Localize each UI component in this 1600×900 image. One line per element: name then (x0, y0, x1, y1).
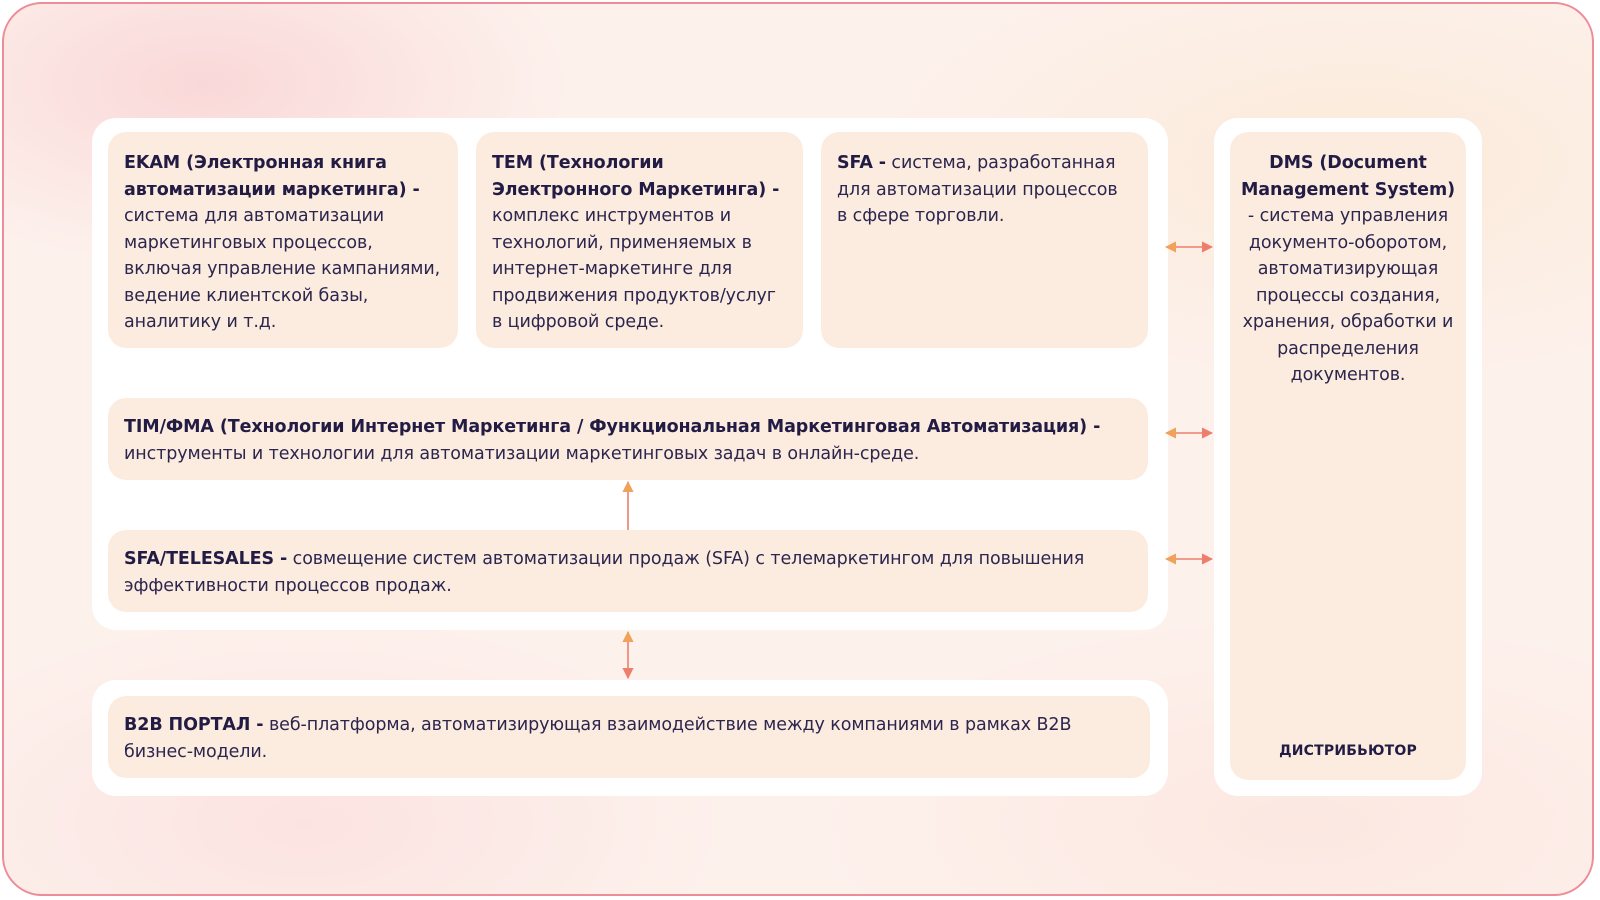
dms-title: DMS (Document Management System) (1240, 153, 1455, 200)
b2b-portal-title: B2B ПОРТАЛ - (124, 715, 264, 735)
dms-card: DMS (Document Management System) - систе… (1230, 132, 1466, 780)
sfa-telesales-card: SFA/TELESALES - совмещение систем автома… (108, 530, 1148, 612)
b2b-portal-description: веб-платформа, автоматизирующая взаимоде… (124, 715, 1072, 762)
ekam-card: EKAM (Электронная книга автоматизации ма… (108, 132, 458, 348)
tem-description: комплекс инструментов и технологий, прим… (492, 206, 776, 332)
ekam-description: система для автоматизации маркетинговых … (124, 206, 441, 332)
sfa-telesales-title: SFA/TELESALES - (124, 549, 288, 569)
tem-title: TEM (Технологии Электронного Маркетинга)… (492, 153, 780, 200)
b2b-portal-card: B2B ПОРТАЛ - веб-платформа, автоматизиру… (108, 696, 1150, 778)
sfa-title: SFA - (837, 153, 886, 173)
dms-description: - система управления документо-оборотом,… (1242, 206, 1454, 385)
ekam-title: EKAM (Электронная книга автоматизации ма… (124, 153, 420, 200)
tim-fma-description: инструменты и технологии для автоматизац… (124, 443, 920, 464)
tim-fma-title: TIM/ФМА (Технологии Интернет Маркетинга … (124, 417, 1101, 437)
tem-card: TEM (Технологии Электронного Маркетинга)… (476, 132, 803, 348)
distributor-label: ДИСТРИБЬЮТОР (1279, 742, 1417, 759)
sfa-card: SFA - система, разработанная для автомат… (821, 132, 1148, 348)
sfa-telesales-description: совмещение систем автоматизации продаж (… (124, 549, 1085, 596)
tim-fma-card: TIM/ФМА (Технологии Интернет Маркетинга … (108, 398, 1148, 480)
sfa-description: система, разработанная для автоматизации… (837, 153, 1118, 226)
